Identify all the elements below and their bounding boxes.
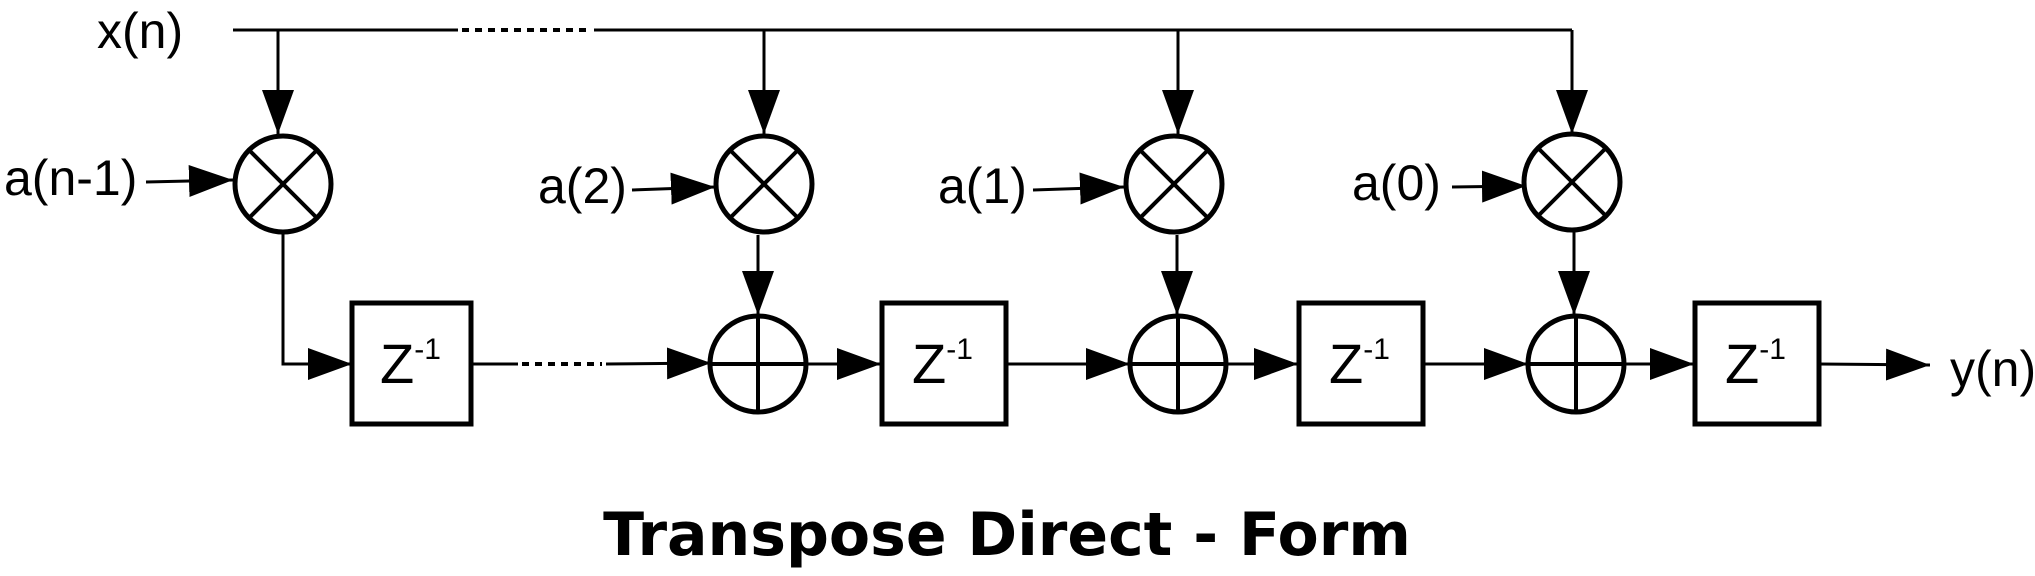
multiplier-1 (232, 133, 334, 235)
svg-text:Z-1: Z-1 (380, 332, 441, 395)
svg-text:Z-1: Z-1 (1329, 332, 1390, 395)
delay-z: Z (380, 332, 414, 395)
input-taps (262, 30, 1588, 134)
output-chain (471, 347, 1931, 381)
multiplier-4 (1521, 131, 1623, 233)
multiplier-3 (1123, 133, 1225, 235)
coefficient-label-3: a(1) (938, 158, 1027, 214)
multiplier-outputs (281, 232, 1590, 380)
diagram-caption: Transpose Direct - Form (603, 500, 1411, 570)
delay-exponent: -1 (1363, 333, 1390, 366)
delay-z: Z (912, 332, 946, 395)
delay-z: Z (1725, 332, 1759, 395)
svg-text:Z-1: Z-1 (1725, 332, 1786, 395)
adder-1 (707, 313, 809, 415)
coefficient-label-4: a(0) (1352, 155, 1441, 211)
delay-exponent: -1 (1759, 333, 1786, 366)
multiplier-2 (713, 133, 815, 235)
coefficient-label-1: a(n-1) (4, 150, 137, 206)
adder-2 (1127, 313, 1229, 415)
adder-3 (1525, 313, 1627, 415)
coefficient-label-2: a(2) (538, 158, 627, 214)
delay-z: Z (1329, 332, 1363, 395)
output-label: y(n) (1950, 341, 2035, 397)
delay-block-2: Z-1 (879, 300, 1009, 427)
delay-exponent: -1 (414, 333, 441, 366)
input-label: x(n) (97, 3, 183, 59)
delay-block-1: Z-1 (349, 300, 474, 427)
delay-block-3: Z-1 (1296, 300, 1426, 427)
delay-block-4: Z-1 (1692, 300, 1822, 427)
svg-text:Z-1: Z-1 (912, 332, 973, 395)
delay-exponent: -1 (946, 333, 973, 366)
coefficient-arrows (145, 165, 1527, 205)
